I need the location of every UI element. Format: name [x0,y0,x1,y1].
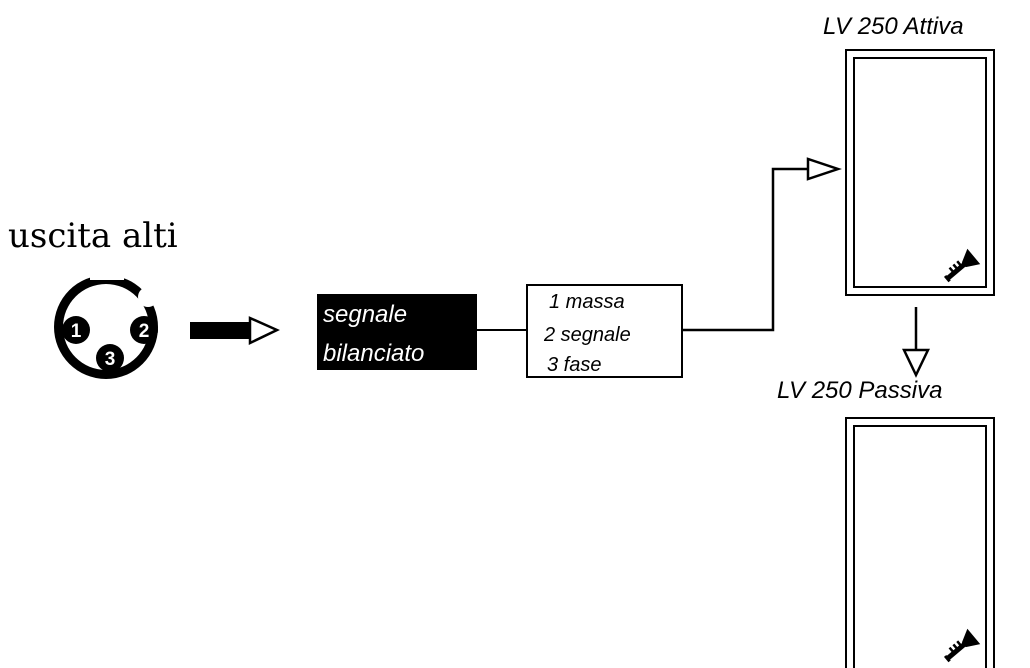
pin-2-dot [130,316,158,344]
connector-face [63,284,149,370]
connector-label: uscita alti [8,216,178,256]
pin-2: 2 [130,316,158,344]
pin-3-label: 3 [105,349,116,370]
connector-latch [138,287,158,307]
trumpet-icon [943,248,981,283]
pinout-line-1: 1 massa [549,291,625,313]
output-arrow-head [248,316,280,345]
pinout-to-active-wire [682,167,808,332]
pin-1: 1 [62,316,90,344]
speaker-active-title: LV 250 Attiva [823,13,964,40]
connector-key-notch [90,272,124,280]
output-arrow-shaft [190,322,250,339]
pin-2-label: 2 [139,321,150,342]
signal-block: segnale bilanciato [317,294,477,370]
signal-block-box [317,294,477,370]
passive-input-arrow-head [902,348,930,378]
speaker-active-inner-frame [853,57,987,288]
signal-block-line1: segnale [323,301,407,328]
active-input-arrow-head [806,157,842,181]
speaker-passive-title: LV 250 Passiva [777,377,942,404]
pin-1-label: 1 [71,321,82,342]
pin-1-dot [62,316,90,344]
trumpet-icon [943,628,981,663]
speaker-active [845,49,995,296]
pin-3-dot [96,344,124,372]
pinout-line-3: 3 fase [547,354,601,376]
pinout-box-frame [526,284,683,378]
xlr-connector: 1 2 3 [54,272,158,379]
output-arrow [190,316,280,345]
pinout-box: 1 massa 2 segnale 3 fase [526,284,683,378]
speaker-passive [845,417,995,668]
pin-3: 3 [96,344,124,372]
signal-block-line2: bilanciato [323,340,424,367]
pinout-line-2: 2 segnale [543,324,631,346]
speaker-passive-inner-frame [853,425,987,668]
